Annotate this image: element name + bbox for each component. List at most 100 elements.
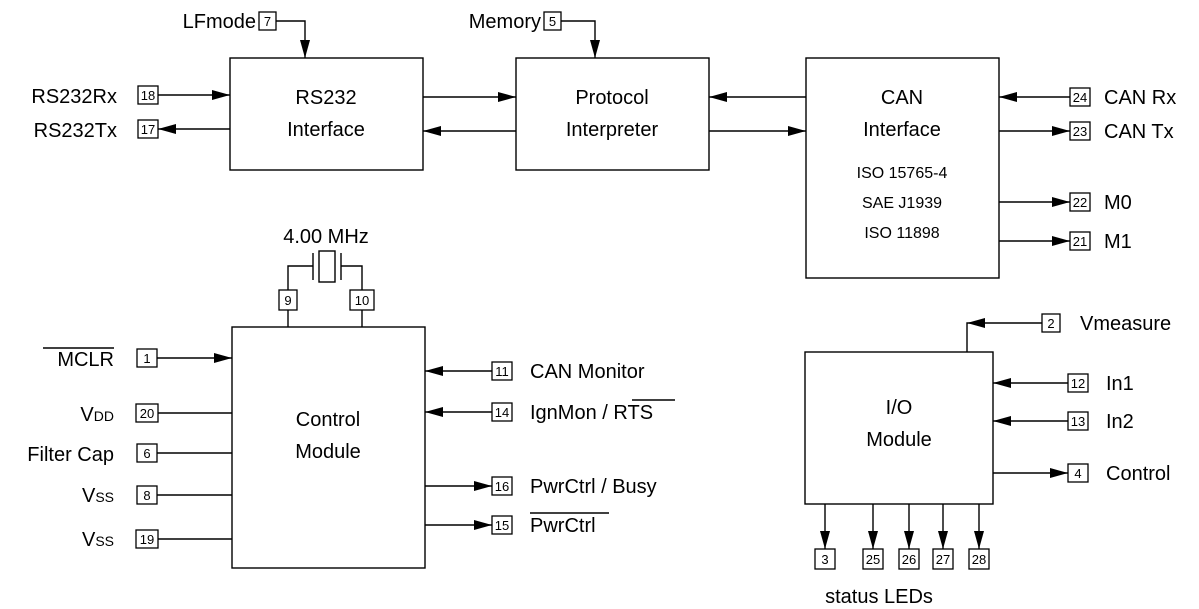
can-interface-title: CAN [881, 87, 923, 109]
pin-xtal2-number: 10 [355, 293, 369, 308]
pin-led-26-box [898, 548, 920, 570]
pin-vdd-number: 20 [140, 406, 154, 421]
pin-memory: Memory 5 [469, 11, 600, 58]
pin-led-25: 25 [862, 504, 884, 570]
rs232-interface-subtitle: Interface [287, 119, 365, 141]
protocol-interpreter-subtitle: Interpreter [566, 119, 659, 141]
pin-ignmon: 14 IgnMon / RTS [425, 399, 675, 424]
pin-pwrbusy-number: 16 [495, 479, 509, 494]
pin-mclr-number: 1 [143, 351, 150, 366]
pin-led-27-number: 27 [936, 552, 950, 567]
pin-vdd-label: VDD [80, 404, 114, 426]
pin-filtercap: Filter Cap 6 [27, 443, 232, 466]
pin-led-3-number: 3 [821, 552, 828, 567]
pin-ignmon-label-main: IgnMon / [530, 402, 613, 424]
pin-in1-label: In1 [1106, 373, 1134, 395]
pin-led-25-number: 25 [866, 552, 880, 567]
pin-ignmon-box [491, 402, 513, 422]
pin-canmon: 11 CAN Monitor [425, 361, 645, 383]
pin-vmeasure-box [1041, 313, 1061, 333]
rs232-to-protocol-link [423, 92, 516, 136]
pin-vss1-label-main: V [82, 485, 96, 507]
pin-filtercap-label: Filter Cap [27, 444, 114, 466]
pin-ignmon-label-rts: RTS [613, 402, 653, 424]
pin-ignmon-number: 14 [495, 405, 509, 420]
protocol-to-can-link [709, 92, 806, 136]
pin-vss2-label-main: V [82, 529, 96, 551]
pin-cantx: 23 CAN Tx [999, 121, 1174, 143]
pin-canrx-box [1069, 87, 1091, 107]
control-module-title: Control [296, 409, 360, 431]
pin-in2-label: In2 [1106, 411, 1134, 433]
pin-vdd: VDD 20 [80, 403, 232, 426]
pin-vss2-label-sub: SS [95, 533, 114, 549]
pin-canmon-box [491, 361, 513, 381]
pin-vss2-number: 19 [140, 532, 154, 547]
pin-mclr: MCLR 1 [43, 347, 232, 371]
pin-pwrbusy: 16 PwrCtrl / Busy [425, 476, 657, 498]
pin-led-27-box [932, 548, 954, 570]
pin-canmon-number: 11 [495, 364, 509, 379]
pin-led-3: 3 [814, 504, 836, 570]
pin-led-28: 28 [968, 504, 990, 570]
pin-led-28-number: 28 [972, 552, 986, 567]
rs232-interface-title: RS232 [295, 87, 356, 109]
pin-cantx-number: 23 [1073, 124, 1087, 139]
pin-in2: 13 In2 [993, 411, 1134, 433]
pin-led-26: 26 [898, 504, 920, 570]
pin-m0-number: 22 [1073, 195, 1087, 210]
pin-vdd-label-sub: DD [94, 408, 114, 424]
pin-vss1-label: VSS [82, 485, 114, 507]
pin-vmeasure: 2 Vmeasure [966, 313, 1171, 352]
crystal-frequency-label: 4.00 MHz [283, 226, 369, 248]
can-interface-block [805, 57, 1000, 279]
can-standard-iso11898: ISO 11898 [864, 225, 939, 242]
can-standard-iso15765: ISO 15765-4 [857, 165, 948, 182]
pin-memory-number: 5 [549, 14, 556, 29]
pin-m0-box [1069, 192, 1091, 212]
pin-rs232rx: RS232Rx 18 [31, 85, 230, 108]
protocol-interpreter-title: Protocol [575, 87, 648, 109]
pin-canrx-number: 24 [1073, 90, 1087, 105]
pin-m1-number: 21 [1073, 234, 1087, 249]
pin-cantx-label: CAN Tx [1104, 121, 1174, 143]
status-leds-label: status LEDs [825, 586, 933, 608]
pin-canmon-label: CAN Monitor [530, 361, 645, 383]
pin-in1-box [1067, 373, 1089, 393]
pin-in1: 12 In1 [993, 373, 1134, 395]
pin-led-26-number: 26 [902, 552, 916, 567]
can-interface-subtitle: Interface [863, 119, 941, 141]
pin-led-3-box [814, 548, 836, 570]
pin-vdd-label-main: V [80, 404, 94, 426]
pin-vss2: VSS 19 [82, 529, 232, 551]
pin-m1-box [1069, 231, 1091, 251]
pin-pwrctrl-label: PwrCtrl [530, 515, 596, 537]
crystal-icon [318, 250, 336, 283]
pin-ignmon-label: IgnMon / RTS [530, 402, 653, 424]
pin-led-28-box [968, 548, 990, 570]
pin-rs232tx-number: 17 [141, 122, 155, 137]
pin-canrx: 24 CAN Rx [999, 87, 1176, 109]
pin-in2-number: 13 [1071, 414, 1085, 429]
pin-m0: 22 M0 [999, 192, 1132, 214]
pin-control-number: 4 [1074, 466, 1081, 481]
pin-pwrbusy-box [491, 476, 513, 496]
pin-control: 4 Control [993, 463, 1170, 485]
pin-rs232rx-number: 18 [141, 88, 155, 103]
pin-rs232tx-label: RS232Tx [34, 120, 117, 142]
pin-led-27: 27 [932, 504, 954, 570]
protocol-interpreter-block [515, 57, 710, 171]
pin-vmeasure-label: Vmeasure [1080, 313, 1171, 335]
pin-pwrctrl: 15 PwrCtrl [425, 512, 609, 537]
pin-lfmode-label: LFmode [183, 11, 256, 33]
pin-in1-number: 12 [1071, 376, 1085, 391]
pin-cantx-box [1069, 121, 1091, 141]
pin-vss2-label: VSS [82, 529, 114, 551]
pin-mclr-label: MCLR [57, 349, 114, 371]
pin-m1-label: M1 [1104, 231, 1132, 253]
pin-control-label: Control [1106, 463, 1170, 485]
pin-pwrctrl-box [491, 515, 513, 535]
pin-lfmode: LFmode 7 [183, 11, 310, 58]
pin-vss1-label-sub: SS [95, 489, 114, 505]
